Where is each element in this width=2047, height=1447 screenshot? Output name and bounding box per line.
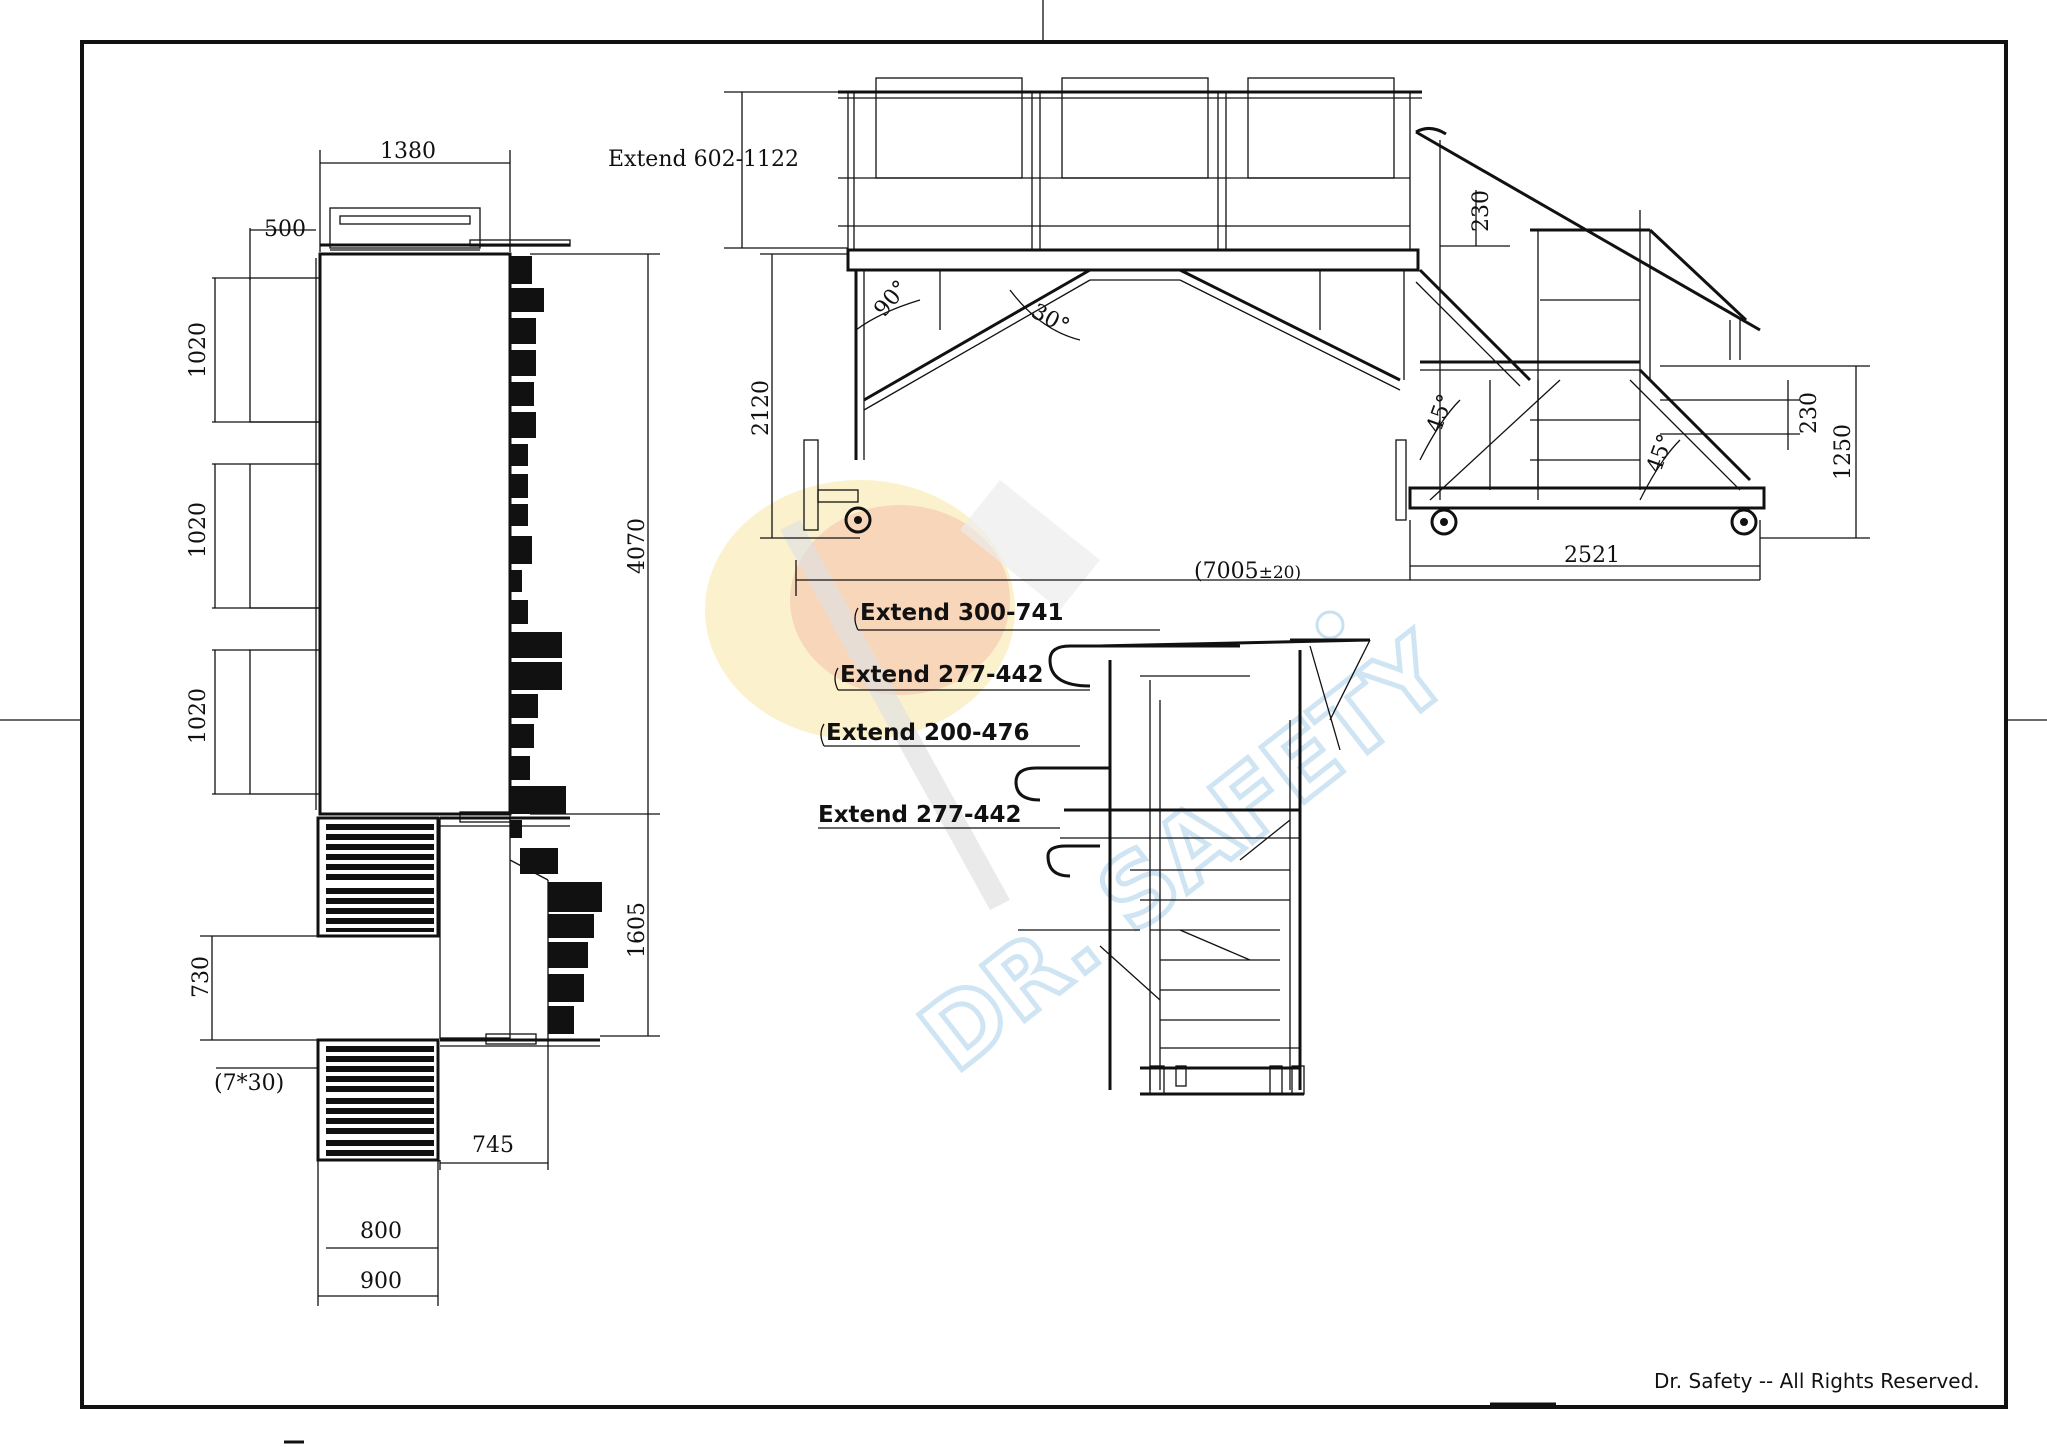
extend-label-2: Extend 277-442 — [840, 662, 1044, 688]
angle-90: 90° — [869, 276, 913, 322]
dim-total-length: (7005 — [1194, 559, 1259, 584]
angle-45-b: 45° — [1642, 431, 1679, 476]
copyright-text: Dr. Safety -- All Rights Reserved. — [1654, 1369, 1980, 1393]
extend-label-3: Extend 200-476 — [826, 720, 1030, 746]
dim-tread-note: (7*30) — [214, 1071, 284, 1096]
extend-label-4: Extend 277-442 — [818, 802, 1022, 828]
dim-riser-bottom: 230 — [1797, 392, 1822, 434]
dim-landing-height: 1250 — [1831, 424, 1856, 480]
dim-riser-top: 230 — [1469, 190, 1494, 232]
plan-view: 1380 500 1020 1020 1020 4070 1605 730 — [186, 139, 660, 1306]
extend-label-1: Extend 300-741 — [860, 600, 1064, 626]
drawing-border — [80, 40, 2008, 1409]
dim-module-2: 1020 — [186, 502, 211, 558]
dim-stair-offset: 745 — [472, 1133, 514, 1158]
dim-rail-extend: Extend 602-1122 — [608, 147, 799, 172]
sheet-marks — [0, 0, 2047, 721]
dim-module-3: 1020 — [186, 688, 211, 744]
angle-30: 30° — [1027, 299, 1073, 339]
dim-stair-outer: 900 — [360, 1269, 402, 1294]
dim-stair-length: 1605 — [625, 902, 650, 958]
dim-tolerance: ±20) — [1259, 563, 1302, 583]
isometric-view: Extend 300-741 Extend 277-442 Extend 200… — [818, 600, 1371, 1096]
dim-platform-length: 4070 — [625, 518, 650, 574]
angle-45-a: 45° — [1422, 391, 1459, 436]
dim-height: 2120 — [749, 380, 774, 436]
dim-stair-inner: 800 — [360, 1219, 402, 1244]
elevation-view: Extend 602-1122 2120 230 230 1250 (7005±… — [608, 77, 1870, 596]
dim-plan-offset: 500 — [264, 217, 306, 242]
dim-base-length: 2521 — [1564, 543, 1620, 568]
svg-text:(7005±20): (7005±20) — [1194, 559, 1301, 584]
dim-stair-gap: 730 — [189, 956, 214, 998]
dim-plan-width: 1380 — [380, 139, 436, 164]
watermark-logo: DR. SAFETY — [705, 480, 1473, 1096]
dim-module-1: 1020 — [186, 322, 211, 378]
plan-rail-blocks — [510, 256, 602, 1034]
plan-stair-treads — [326, 824, 434, 1156]
